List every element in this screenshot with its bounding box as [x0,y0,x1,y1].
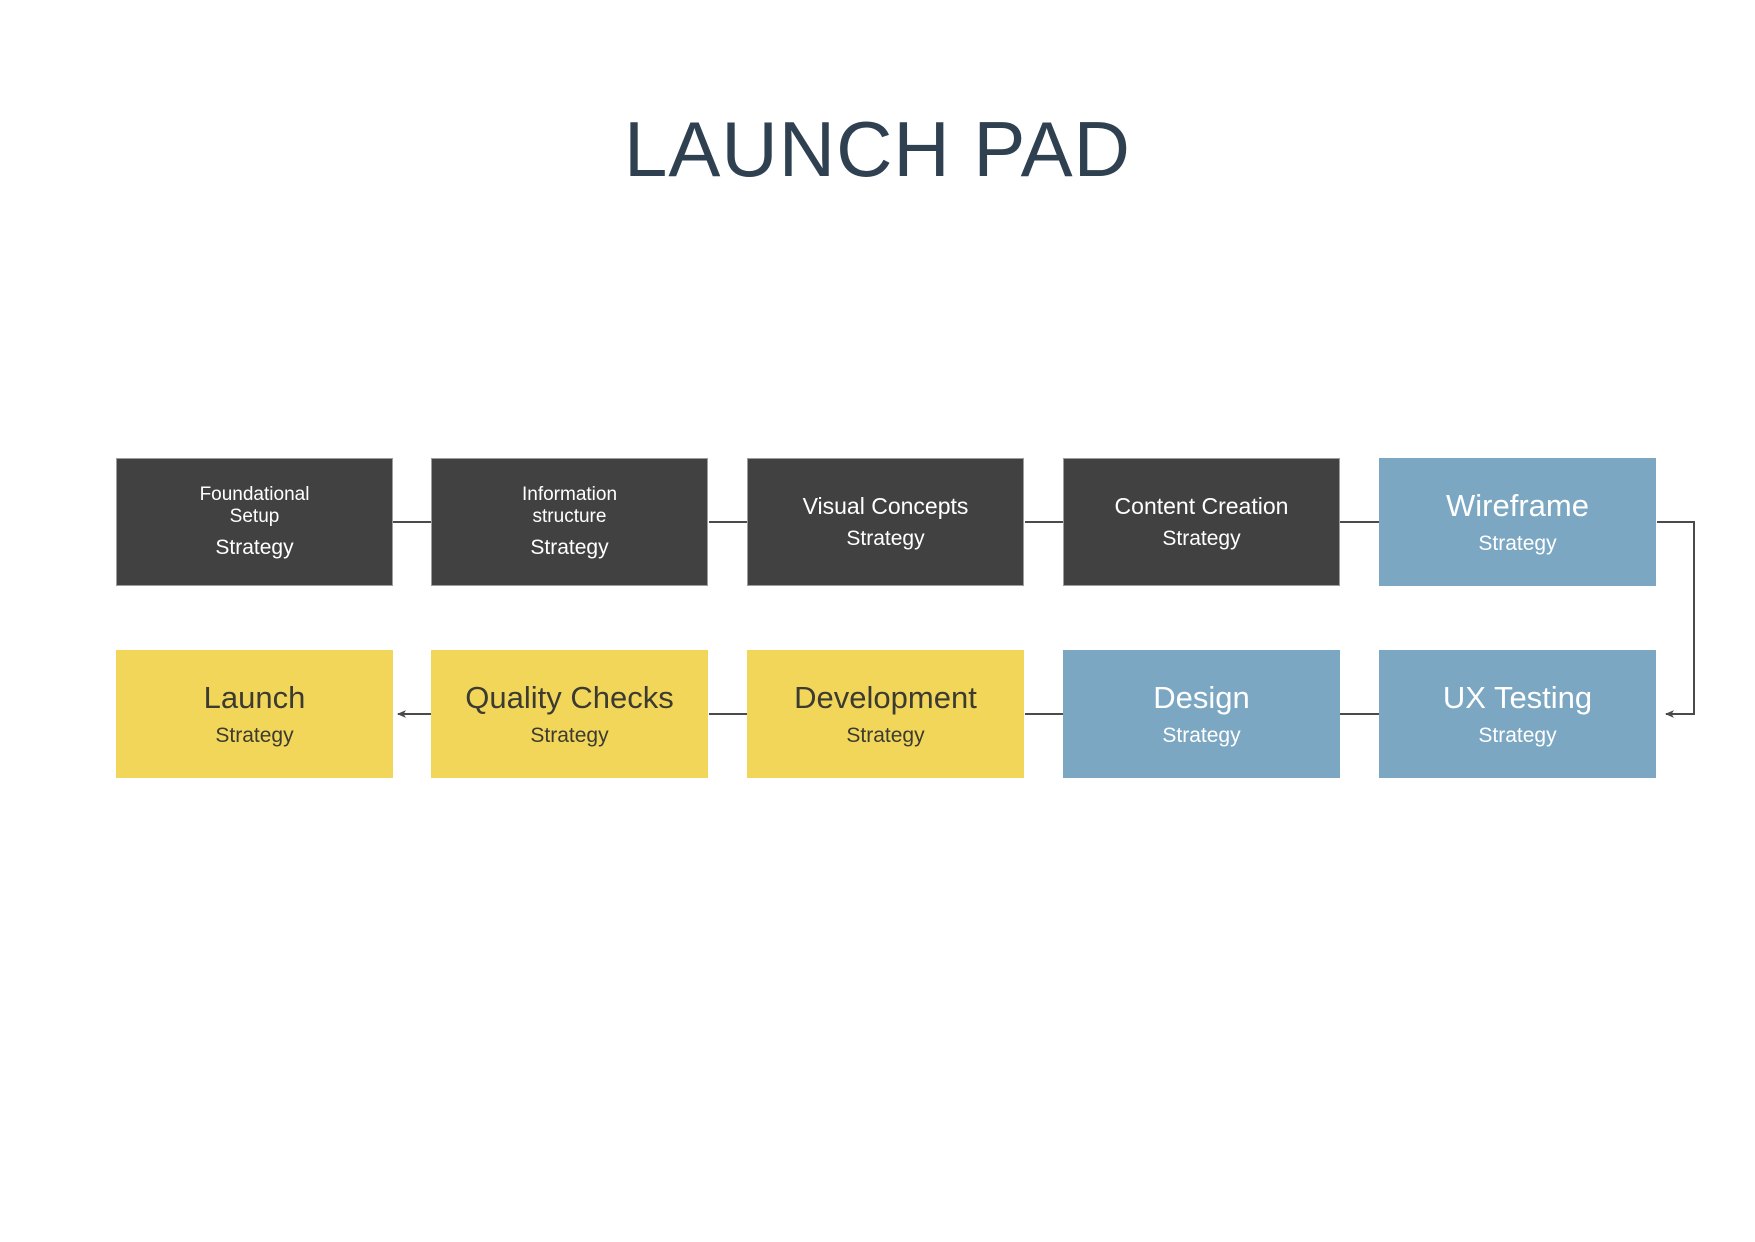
node-design[interactable]: Design Strategy [1063,650,1340,778]
node-subtitle: Strategy [1162,526,1241,550]
node-visual-concepts[interactable]: Visual Concepts Strategy [747,458,1024,586]
node-quality-checks[interactable]: Quality Checks Strategy [431,650,708,778]
node-subtitle: Strategy [215,723,294,747]
node-subtitle: Strategy [1162,723,1241,747]
node-information-structure[interactable]: Information structure Strategy [431,458,708,586]
node-subtitle: Strategy [530,723,609,747]
node-subtitle: Strategy [1478,723,1557,747]
node-title: Launch [203,680,306,716]
connector-wireframe-to-ux-testing [1657,521,1695,718]
node-foundational-setup[interactable]: Foundational Setup Strategy [116,458,393,586]
node-subtitle: Strategy [1478,531,1557,555]
page-title: LAUNCH PAD [624,105,1131,193]
node-subtitle: Strategy [846,526,925,550]
node-title: Information structure [521,484,618,528]
node-title: Quality Checks [465,680,674,716]
node-launch[interactable]: Launch Strategy [116,650,393,778]
node-title: Content Creation [1114,492,1289,519]
node-development[interactable]: Development Strategy [747,650,1024,778]
node-subtitle: Strategy [530,535,609,559]
node-subtitle: Strategy [846,723,925,747]
node-title: Design [1153,680,1250,716]
node-title: Wireframe [1446,488,1589,524]
node-ux-testing[interactable]: UX Testing Strategy [1379,650,1656,778]
node-content-creation[interactable]: Content Creation Strategy [1063,458,1340,586]
node-title: Foundational Setup [199,484,310,528]
node-title: Visual Concepts [802,492,969,519]
node-wireframe[interactable]: Wireframe Strategy [1379,458,1656,586]
node-title: UX Testing [1442,680,1593,716]
node-title: Development [794,680,977,716]
node-subtitle: Strategy [215,535,294,559]
